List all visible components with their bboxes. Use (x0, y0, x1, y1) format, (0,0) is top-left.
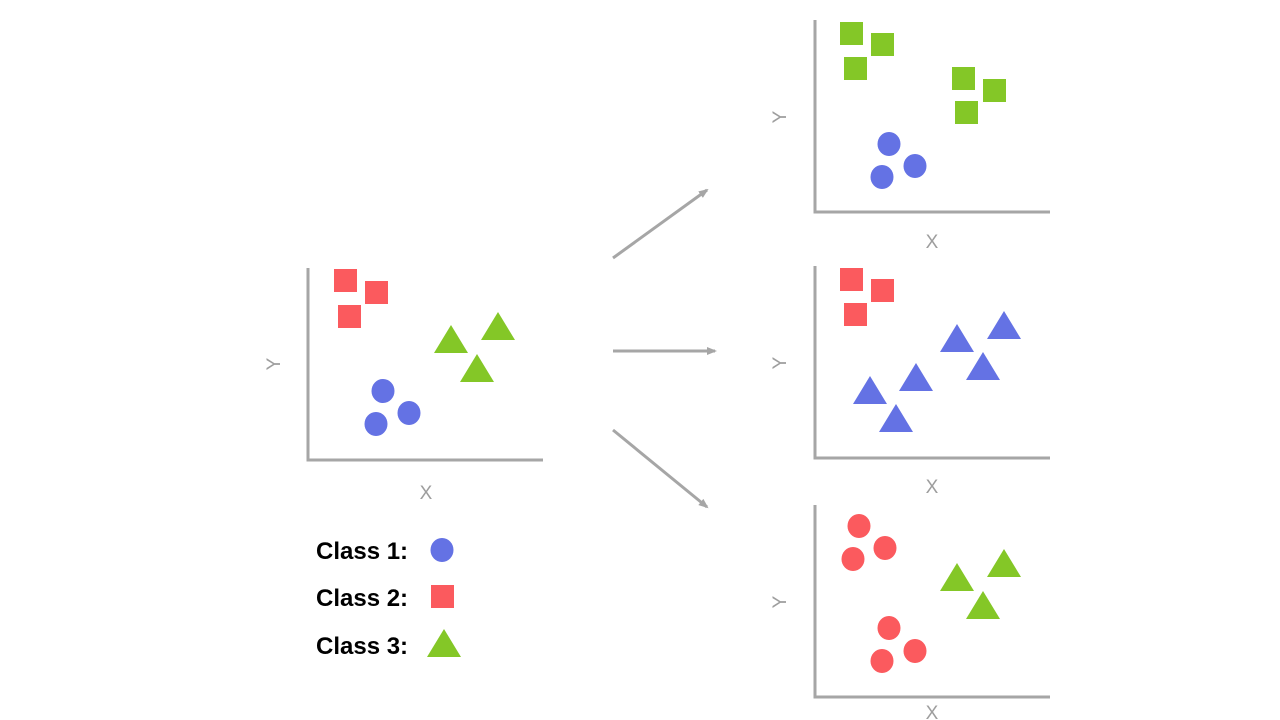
red-square (334, 269, 357, 292)
legend-item-class-2: Class 2: (316, 585, 454, 612)
blue-circle (877, 132, 901, 156)
blue-triangle-group (853, 311, 1021, 432)
green-triangle (434, 325, 468, 353)
red-square-group (840, 268, 894, 326)
blue-triangle (987, 311, 1021, 339)
red-square (840, 268, 863, 291)
red-square-group (334, 269, 388, 328)
green-square-group (840, 22, 1006, 124)
blue-circle (903, 154, 927, 178)
x-axis-label: X (926, 703, 939, 720)
arrow-to-top (612, 188, 709, 260)
arrows (612, 188, 717, 509)
blue-circle (870, 165, 894, 189)
blue-triangle (853, 376, 887, 404)
red-circle-group (841, 514, 927, 673)
plot-axes (813, 505, 1050, 699)
legend-label: Class 1: (316, 538, 408, 565)
x-axis-label: X (420, 483, 433, 504)
legend-label: Class 3: (316, 633, 408, 660)
plot-original: Y X (264, 268, 543, 504)
red-circle (847, 514, 871, 538)
red-square (338, 305, 361, 328)
x-axis-label: X (926, 232, 939, 253)
legend-square-icon (431, 585, 454, 608)
arrow-to-bottom (612, 428, 709, 509)
blue-triangle (940, 324, 974, 352)
green-square (871, 33, 894, 56)
red-circle (841, 547, 865, 571)
legend-item-class-1: Class 1: (316, 538, 454, 565)
plot-axes (306, 268, 543, 462)
green-triangle-group (940, 549, 1021, 619)
legend-circle-icon (430, 538, 454, 562)
plot-one-vs-rest-bottom: Y X (770, 505, 1050, 720)
y-axis-label: Y (770, 595, 791, 608)
red-circle (903, 639, 927, 663)
green-triangle (481, 312, 515, 340)
red-square (365, 281, 388, 304)
plot-axes (813, 20, 1050, 214)
legend-item-class-3: Class 3: (316, 629, 461, 660)
green-triangle (966, 591, 1000, 619)
y-axis-label: Y (264, 357, 285, 370)
y-axis-label: Y (770, 110, 791, 123)
green-square (952, 67, 975, 90)
red-square (871, 279, 894, 302)
legend: Class 1: Class 2: Class 3: (316, 538, 461, 660)
blue-triangle (966, 352, 1000, 380)
green-square (844, 57, 867, 80)
green-square (955, 101, 978, 124)
y-axis-label: Y (770, 356, 791, 369)
green-square (840, 22, 863, 45)
blue-circle-group (364, 379, 421, 436)
green-triangle (987, 549, 1021, 577)
x-axis-label: X (926, 477, 939, 498)
plot-axes (813, 266, 1050, 460)
legend-label: Class 2: (316, 585, 408, 612)
red-circle (870, 649, 894, 673)
plot-one-vs-rest-top: Y X (770, 20, 1050, 253)
legend-triangle-icon (427, 629, 461, 657)
blue-triangle (899, 363, 933, 391)
plot-one-vs-rest-middle: Y X (770, 266, 1050, 498)
green-triangle (940, 563, 974, 591)
blue-circle-group (870, 132, 927, 189)
blue-circle (371, 379, 395, 403)
red-square (844, 303, 867, 326)
green-square (983, 79, 1006, 102)
red-circle (873, 536, 897, 560)
blue-triangle (879, 404, 913, 432)
green-triangle-group (434, 312, 515, 382)
red-circle (877, 616, 901, 640)
green-triangle (460, 354, 494, 382)
blue-circle (397, 401, 421, 425)
blue-circle (364, 412, 388, 436)
